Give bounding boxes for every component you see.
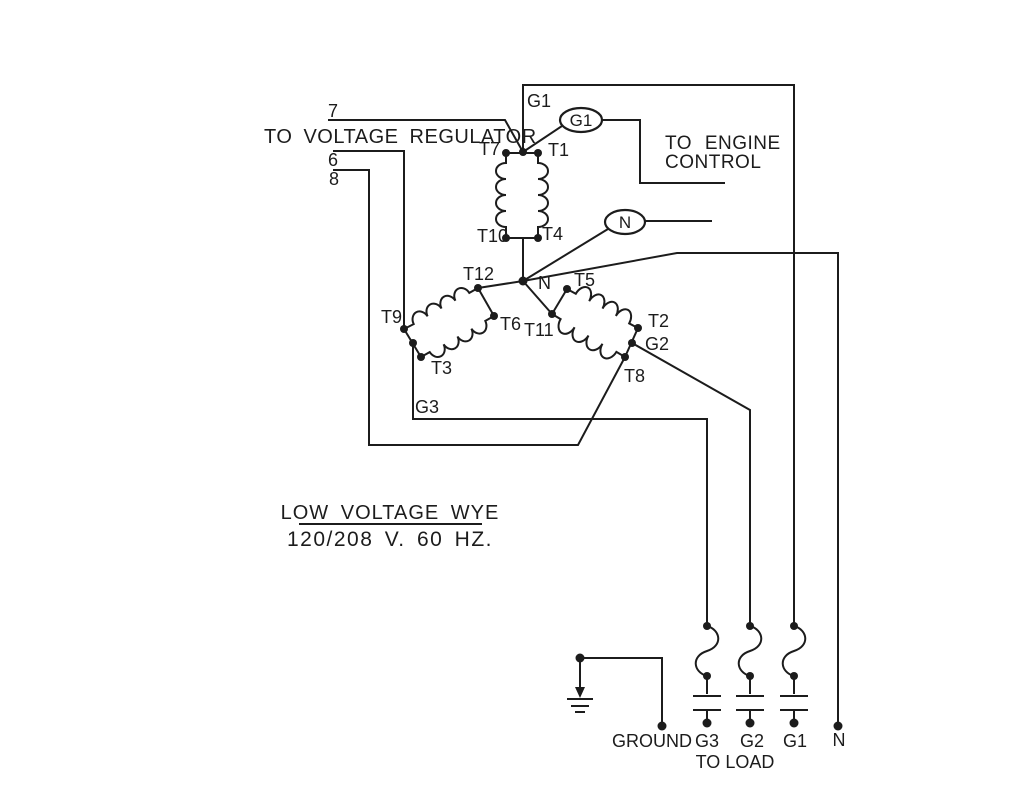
g1-oval-leader xyxy=(522,119,725,184)
top-phase-winding xyxy=(495,152,549,281)
ground-label: GROUND xyxy=(612,731,692,751)
to-engine-control-text-line2: CONTROL xyxy=(665,152,761,173)
left-phase-winding xyxy=(403,280,708,626)
terminal-label-t4: T4 xyxy=(542,224,563,244)
terminal-label-t12: T12 xyxy=(463,264,494,284)
n-oval-leader xyxy=(522,220,712,282)
g2-tap-label: G2 xyxy=(645,334,669,354)
terminal-label-t2: T2 xyxy=(648,311,669,331)
g2-run xyxy=(631,342,751,626)
terminal-label-t6: T6 xyxy=(500,314,521,334)
load-terminal-label-g1: G1 xyxy=(783,731,807,751)
coil-left xyxy=(495,153,507,238)
coil-lower xyxy=(420,315,495,358)
terminal-label-t5: T5 xyxy=(574,270,595,290)
title-line1: LOW VOLTAGE WYE xyxy=(281,502,500,524)
coil-lower xyxy=(551,313,626,360)
load-terminal-label-g3: G3 xyxy=(695,731,719,751)
ground-symbol xyxy=(567,657,663,726)
n-oval-label: N xyxy=(619,213,631,232)
n-oval: N xyxy=(603,208,647,236)
connection-dots xyxy=(400,148,843,731)
load-terminal-label-n: N xyxy=(833,730,846,750)
coil-right xyxy=(537,153,549,238)
g1-riser-label: G1 xyxy=(527,91,551,111)
wire-7-to-voltage-regulator xyxy=(328,119,524,153)
terminal-label-t7: T7 xyxy=(479,139,500,159)
to-engine-control-text-line1: TO ENGINE xyxy=(665,133,781,154)
neutral-run-to-load xyxy=(522,252,839,726)
g3-tap-label: G3 xyxy=(415,397,439,417)
wire-7-label: 7 xyxy=(328,101,338,121)
terminal-label-t3: T3 xyxy=(431,358,452,378)
coil-upper xyxy=(566,285,639,329)
to-voltage-regulator-text: TO VOLTAGE REGULATOR xyxy=(264,126,537,148)
g1-oval-label: G1 xyxy=(570,111,593,130)
terminal-label-t10: T10 xyxy=(477,226,508,246)
diagram-title: LOW VOLTAGE WYE 120/208 V. 60 HZ. xyxy=(281,502,500,551)
right-phase-winding xyxy=(522,280,751,626)
neutral-node-label: N xyxy=(538,273,551,293)
g1-riser-and-right-drop xyxy=(522,84,795,626)
title-line2: 120/208 V. 60 HZ. xyxy=(287,528,493,551)
load-terminal-label-g2: G2 xyxy=(740,731,764,751)
terminal-label-t1: T1 xyxy=(548,140,569,160)
g3-run xyxy=(412,343,708,626)
coil-upper xyxy=(403,287,479,330)
wire-6-label: 6 xyxy=(328,150,338,170)
terminal-label-t9: T9 xyxy=(381,307,402,327)
to-load-text: TO LOAD xyxy=(696,752,775,772)
g1-oval: G1 xyxy=(558,106,604,134)
wire-8-label: 8 xyxy=(329,169,339,189)
wire-8-to-voltage-regulator xyxy=(333,169,626,446)
terminal-label-t8: T8 xyxy=(624,366,645,386)
terminal-label-t11: T11 xyxy=(524,320,554,340)
ct-g2 xyxy=(736,625,764,723)
wire-6-to-voltage-regulator xyxy=(333,150,405,329)
